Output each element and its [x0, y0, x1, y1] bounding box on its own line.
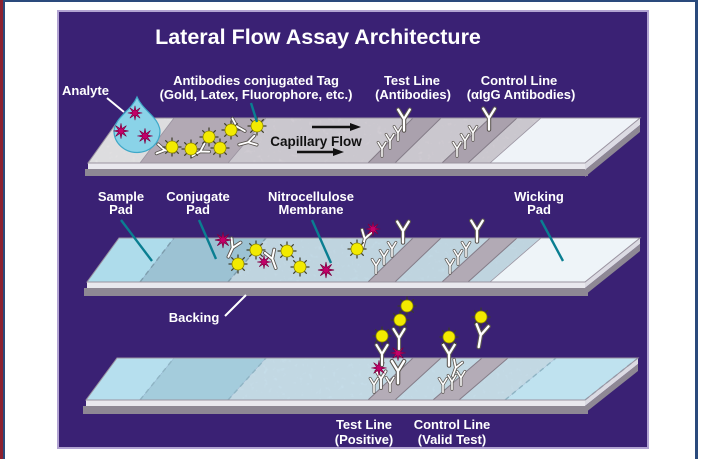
arrow-head-icon — [333, 148, 344, 156]
conjugate-pad-wet — [140, 358, 266, 400]
tag-particle-icon — [346, 238, 368, 260]
tag-particle-icon — [276, 240, 298, 262]
wicking-pad-sublabel: Pad — [527, 202, 551, 217]
analyte-pointer-line — [106, 97, 125, 113]
tag-particle-icon — [396, 295, 418, 317]
sample-pad-sublabel: Pad — [109, 202, 133, 217]
frame-border-left — [3, 0, 5, 459]
tag-particle-icon — [209, 137, 231, 159]
test-positive-sublabel: (Positive) — [335, 432, 394, 447]
frame-border-top — [3, 0, 698, 2]
conjugated-tag-sublabel: (Gold, Latex, Fluorophore, etc.) — [160, 87, 353, 102]
analyte-star-icon — [137, 128, 153, 144]
strip-outline — [85, 357, 640, 401]
tag-particle-icon — [227, 253, 249, 275]
analyte-star-icon — [256, 254, 272, 270]
backing-layer — [83, 406, 588, 414]
sample-pad-wet — [87, 238, 174, 282]
backing-layer — [84, 288, 588, 296]
tag-particle-icon — [371, 325, 393, 347]
analyte-label: Analyte — [62, 83, 109, 98]
control-line-label: Control Line — [481, 73, 558, 88]
sample-pad-wet — [86, 358, 174, 400]
frame-border-right — [695, 0, 698, 459]
analyte-star-icon — [127, 105, 143, 121]
backing-right-face — [585, 364, 638, 413]
strip-front-face — [86, 400, 585, 406]
test-line-sublabel: (Antibodies) — [375, 87, 451, 102]
backing-label: Backing — [169, 310, 220, 325]
tag-particle-icon — [289, 256, 311, 278]
analyte-star-icon — [365, 221, 381, 237]
wicking-pad-wet — [505, 358, 638, 400]
sample-droplet — [113, 95, 161, 154]
membrane-label: Nitrocellulose — [268, 189, 354, 204]
tag-particle-icon — [161, 136, 183, 158]
strip-outline — [86, 237, 642, 283]
lfa-diagram: Capillary Flow — [57, 10, 649, 449]
test-line-label: Test Line — [384, 73, 440, 88]
strip-outline — [87, 117, 642, 164]
capillary-flow-label: Capillary Flow — [270, 134, 362, 149]
conjugate-pad-sublabel: Pad — [186, 202, 210, 217]
conjugate-pad-wet — [140, 238, 266, 282]
strip-right-face — [585, 118, 640, 170]
backing-right-face — [585, 244, 640, 295]
tag-particle-icon — [438, 326, 460, 348]
control-valid-sublabel: (Valid Test) — [418, 432, 486, 447]
tag-particle-icon — [220, 119, 242, 141]
arrow-head-icon — [350, 123, 361, 131]
wicking-pad — [490, 238, 640, 282]
strip-right-face — [585, 358, 638, 406]
strip-front-face — [87, 282, 585, 288]
backing-right-face — [585, 125, 640, 177]
analyte-star-icon — [113, 123, 129, 139]
analyte-star-icon — [317, 261, 335, 279]
tag-particle-icon — [245, 239, 267, 261]
analyte-star-icon — [371, 360, 387, 376]
strip-middle — [84, 237, 642, 296]
strip-bottom — [83, 357, 640, 414]
strip-right-face — [585, 238, 640, 288]
conjugate-pad-label: Conjugate — [166, 189, 230, 204]
strip-front-face — [88, 163, 585, 169]
membrane-sublabel: Membrane — [278, 202, 343, 217]
callout-lines — [120, 102, 565, 264]
conjugated-tag-label: Antibodies conjugated Tag — [173, 73, 339, 88]
control-valid-label: Control Line — [414, 417, 491, 432]
wicking-pad-label: Wicking — [514, 189, 564, 204]
control-line-sublabel: (αIgG Antibodies) — [467, 87, 576, 102]
tag-particle-icon — [180, 138, 202, 160]
backing-pointer-line — [224, 294, 247, 317]
test-positive-label: Test Line — [336, 417, 392, 432]
panel-border — [57, 10, 649, 449]
capillary-flow-arrows — [297, 123, 361, 156]
left-accent-bar — [0, 0, 3, 459]
backing-layer — [85, 169, 588, 176]
wicking-pad — [490, 118, 640, 163]
page-title: Lateral Flow Assay Architecture — [155, 25, 481, 49]
analyte-star-icon — [214, 231, 232, 249]
tag-particle-icon — [470, 306, 492, 328]
sample-pad-label: Sample — [98, 189, 144, 204]
